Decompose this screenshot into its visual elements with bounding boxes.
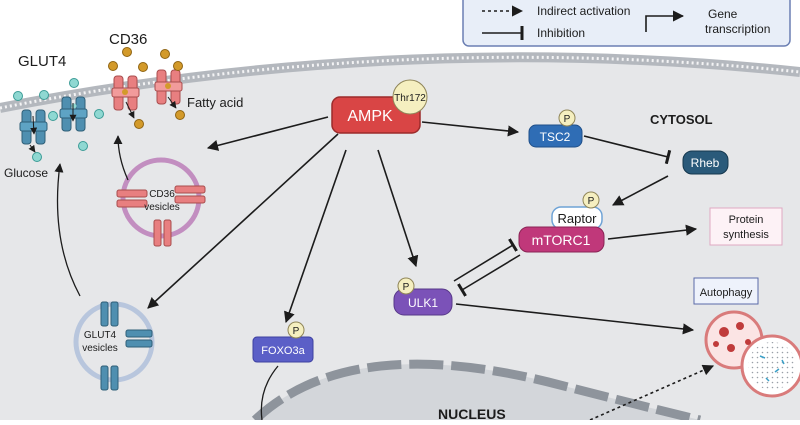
fatty-acid-label: Fatty acid: [187, 95, 243, 110]
legend-transcription-label-1: Gene: [708, 7, 738, 21]
ampk-to-ulk1-arrow: [377, 149, 419, 268]
ampk-node: AMPK Thr172: [331, 79, 428, 134]
ampk-to-tsc2-arrow: [421, 121, 520, 137]
autophagy-box: Autophagy: [693, 277, 759, 305]
raptor-phospho-label: P: [588, 196, 595, 207]
glut4-transporters: GLUT4 Glucose: [4, 53, 104, 180]
ampk-to-foxo3a-arrow: [284, 149, 347, 324]
glucose-label: Glucose: [4, 166, 48, 180]
raptor-label: Raptor: [557, 211, 597, 226]
cd36-transporters: CD36 Fatty acid: [108, 31, 243, 129]
nucleus-envelope: [251, 359, 702, 425]
glut4-translocation-arrow: [54, 163, 81, 297]
legend: Indirect activation Inhibition Gene tran…: [462, 0, 791, 47]
cytosol-label: CYTOSOL: [650, 112, 713, 127]
legend-transcription-arrow-icon: [645, 10, 685, 32]
legend-indirect-label: Indirect activation: [537, 4, 630, 18]
foxo3a-to-nucleus-line: [260, 365, 279, 421]
protein-synthesis-label-1: Protein: [729, 214, 764, 226]
autophagy-label: Autophagy: [700, 287, 753, 299]
cd36-translocation-arrow: [113, 135, 129, 181]
autolysosome-icon: [704, 310, 800, 398]
tsc2-phospho-label: P: [564, 114, 571, 125]
thr172-label: Thr172: [394, 93, 426, 104]
protein-synthesis-label-2: synthesis: [723, 229, 769, 241]
ampk-label: AMPK: [347, 108, 393, 125]
nucleus-label: NUCLEUS: [438, 406, 506, 420]
glut4-label: GLUT4: [18, 53, 66, 70]
foxo3a-label: FOXO3a: [261, 345, 305, 357]
ampk-to-cd36-arrow: [206, 116, 329, 151]
mtorc1-to-protein-arrow: [607, 224, 698, 240]
protein-synthesis-box: Protein synthesis: [709, 207, 783, 246]
cd36-vesicle: CD36 vesicles: [116, 157, 206, 247]
rheb-node: Rheb: [682, 150, 729, 175]
ulk1-phospho-label: P: [403, 282, 410, 293]
mtorc1-label: mTORC1: [532, 232, 591, 248]
ampk-to-glut4-arrow: [147, 133, 339, 309]
foxo3a-phospho-label: P: [293, 326, 300, 337]
glut4-vesicle: GLUT4 vesicles: [73, 301, 155, 391]
tsc2-label: TSC2: [540, 130, 571, 144]
glut4-vesicles-label-2: vesicles: [82, 343, 118, 354]
cd36-vesicles-label-2: vesicles: [144, 202, 180, 213]
legend-inhibition-label: Inhibition: [537, 26, 585, 40]
ulk1-inhibits-mtorc1: [453, 238, 518, 282]
ulk1-to-autophagy-arrow: [455, 303, 695, 335]
signaling-arrows: [147, 116, 715, 421]
rheb-to-mtorc1-arrow: [612, 175, 669, 206]
foxo3a-node: FOXO3a P: [252, 321, 314, 363]
mtorc1-inhibits-ulk1: [457, 254, 521, 297]
ulk1-label: ULK1: [408, 296, 438, 310]
indirect-autophagy-arrow: [589, 364, 715, 421]
tsc2-node: TSC2 P: [528, 109, 583, 148]
legend-transcription-label-2: transcription: [705, 22, 770, 36]
ulk1-node: ULK1 P: [393, 277, 453, 316]
cd36-label: CD36: [109, 31, 147, 48]
rheb-label: Rheb: [691, 156, 720, 170]
glut4-vesicles-label-1: GLUT4: [84, 330, 117, 341]
cd36-vesicles-label-1: CD36: [149, 189, 175, 200]
tsc2-inhibits-rheb: [583, 135, 672, 165]
mtorc1-node: Raptor P mTORC1: [518, 191, 605, 253]
glut4-channel-icon: [59, 96, 88, 132]
